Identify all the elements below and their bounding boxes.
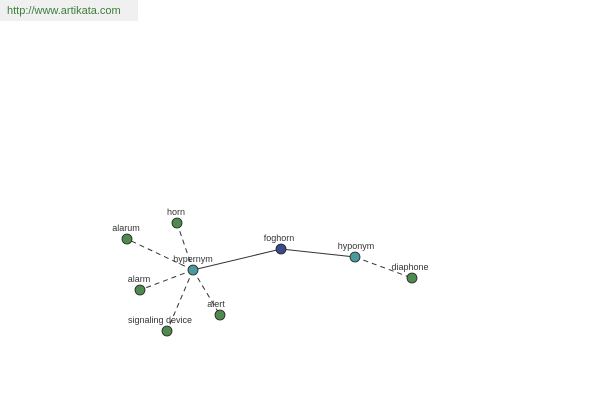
- node-alert[interactable]: [214, 309, 226, 321]
- graph-edges: [126, 222, 413, 332]
- node-alarum[interactable]: [121, 233, 133, 245]
- node-hyponym[interactable]: [349, 251, 361, 263]
- edge-hypernym-signaling-device: [166, 269, 194, 332]
- node-signaling-device[interactable]: [161, 325, 173, 337]
- node-horn[interactable]: [171, 217, 183, 229]
- node-label-hypernym[interactable]: hypernym: [173, 254, 213, 264]
- graph-nodes: foghorn hypernym hyponym horn alarum alarm ale…: [112, 207, 429, 337]
- edge-hypernym-alarum: [126, 238, 194, 271]
- node-foghorn[interactable]: [275, 243, 287, 255]
- edge-hypernym-alarm: [139, 269, 194, 291]
- site-url-link[interactable]: http://www.artikata.com: [7, 5, 121, 17]
- edge-hyponym-diaphone: [354, 256, 413, 279]
- node-label-signaling-device[interactable]: signaling device: [128, 315, 192, 325]
- node-label-foghorn[interactable]: foghorn: [264, 233, 295, 243]
- node-label-alert[interactable]: alert: [207, 299, 225, 309]
- node-label-hyponym[interactable]: hyponym: [338, 241, 375, 251]
- edge-foghorn-hypernym: [192, 248, 282, 271]
- node-diaphone[interactable]: [406, 272, 418, 284]
- node-label-horn[interactable]: horn: [167, 207, 185, 217]
- edge-foghorn-hyponym: [280, 248, 356, 258]
- node-alarm[interactable]: [134, 284, 146, 296]
- url-bar: http://www.artikata.com: [0, 0, 138, 21]
- node-hypernym[interactable]: [187, 264, 199, 276]
- node-label-alarum[interactable]: alarum: [112, 223, 140, 233]
- node-label-alarm[interactable]: alarm: [128, 274, 151, 284]
- node-label-diaphone[interactable]: diaphone: [391, 262, 428, 272]
